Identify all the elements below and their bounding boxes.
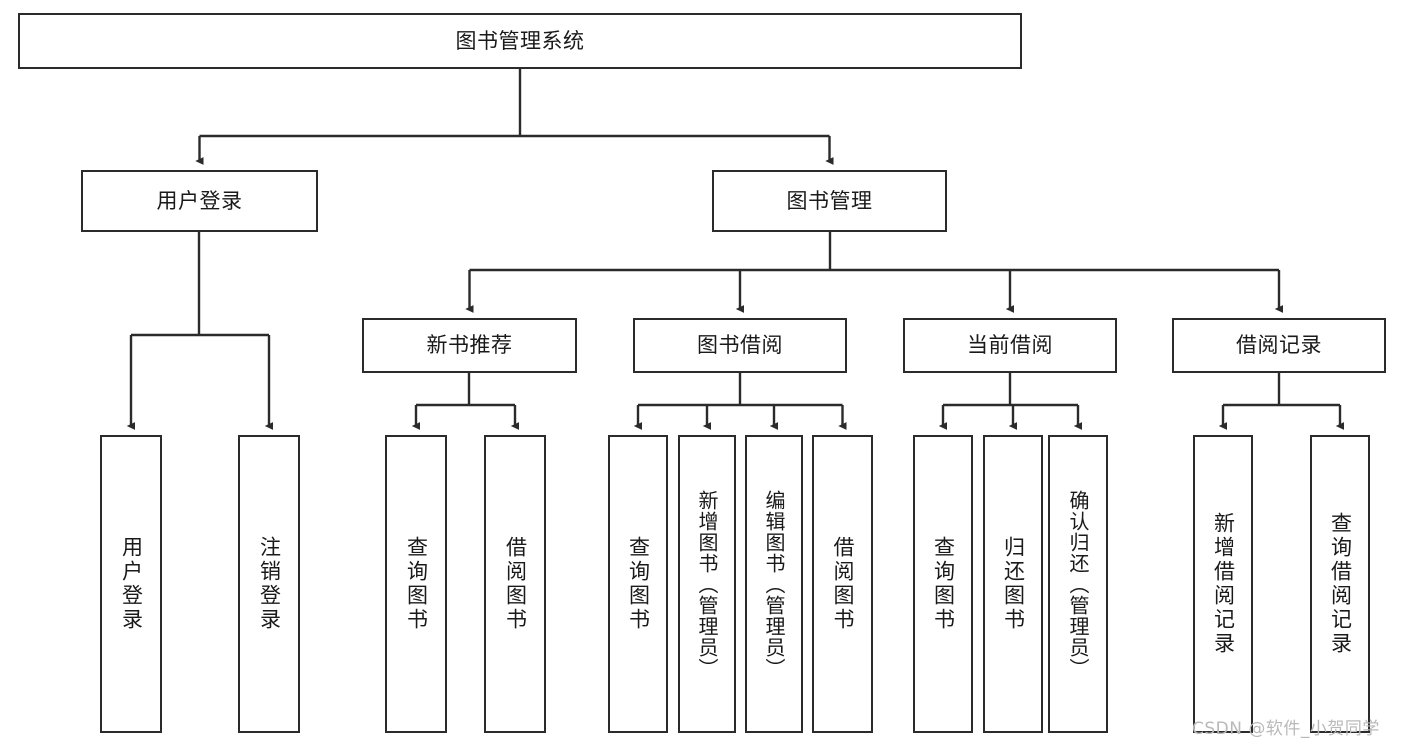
node-book-manage[interactable]: 图书管理 <box>712 170 947 232</box>
node-label: 归还图书 <box>1001 536 1026 632</box>
node-leaf-add-book[interactable]: 新增图书（管理员） <box>678 435 736 733</box>
node-leaf-query-2[interactable]: 查询图书 <box>608 435 668 733</box>
node-label: 用户登录 <box>119 536 144 632</box>
node-leaf-user-login[interactable]: 用户登录 <box>100 435 162 733</box>
node-root[interactable]: 图书管理系统 <box>18 13 1022 69</box>
node-label: 注销登录 <box>257 536 282 632</box>
node-label: 借阅图书 <box>503 536 528 632</box>
node-leaf-borrow-1[interactable]: 借阅图书 <box>484 435 546 733</box>
node-label: 查询图书 <box>626 536 651 632</box>
node-leaf-borrow-2[interactable]: 借阅图书 <box>812 435 873 733</box>
node-label: 用户登录 <box>156 188 243 213</box>
node-label: 查询图书 <box>404 536 429 632</box>
node-label: 查询图书 <box>931 536 956 632</box>
node-book-borrow[interactable]: 图书借阅 <box>633 318 847 373</box>
node-user-login[interactable]: 用户登录 <box>81 170 318 232</box>
node-borrow-record[interactable]: 借阅记录 <box>1172 318 1386 373</box>
node-label: 确认归还（管理员） <box>1066 489 1090 679</box>
node-leaf-query-3[interactable]: 查询图书 <box>913 435 973 733</box>
node-label: 新增图书（管理员） <box>695 489 719 679</box>
node-label: 图书借阅 <box>697 333 783 358</box>
node-label: 新增借阅记录 <box>1211 512 1236 656</box>
node-leaf-query-1[interactable]: 查询图书 <box>385 435 447 733</box>
node-leaf-add-rec[interactable]: 新增借阅记录 <box>1193 435 1253 733</box>
node-label: 借阅图书 <box>831 536 855 632</box>
node-leaf-query-rec[interactable]: 查询借阅记录 <box>1310 435 1370 733</box>
node-leaf-confirm[interactable]: 确认归还（管理员） <box>1048 435 1108 733</box>
node-label: 借阅记录 <box>1236 333 1322 358</box>
node-leaf-logout[interactable]: 注销登录 <box>238 435 300 733</box>
node-leaf-edit-book[interactable]: 编辑图书（管理员） <box>745 435 803 733</box>
node-label: 编辑图书（管理员） <box>762 489 786 679</box>
node-new-book-rec[interactable]: 新书推荐 <box>362 318 577 373</box>
node-label: 查询借阅记录 <box>1328 512 1353 656</box>
node-label: 图书管理系统 <box>455 28 585 53</box>
node-label: 当前借阅 <box>967 333 1053 358</box>
node-label: 图书管理 <box>786 188 873 213</box>
node-label: 新书推荐 <box>426 333 513 358</box>
node-current-borrow[interactable]: 当前借阅 <box>903 318 1117 373</box>
csdn-watermark: CSDN @软件_小贺同学 <box>1192 719 1380 739</box>
node-leaf-return[interactable]: 归还图书 <box>983 435 1043 733</box>
